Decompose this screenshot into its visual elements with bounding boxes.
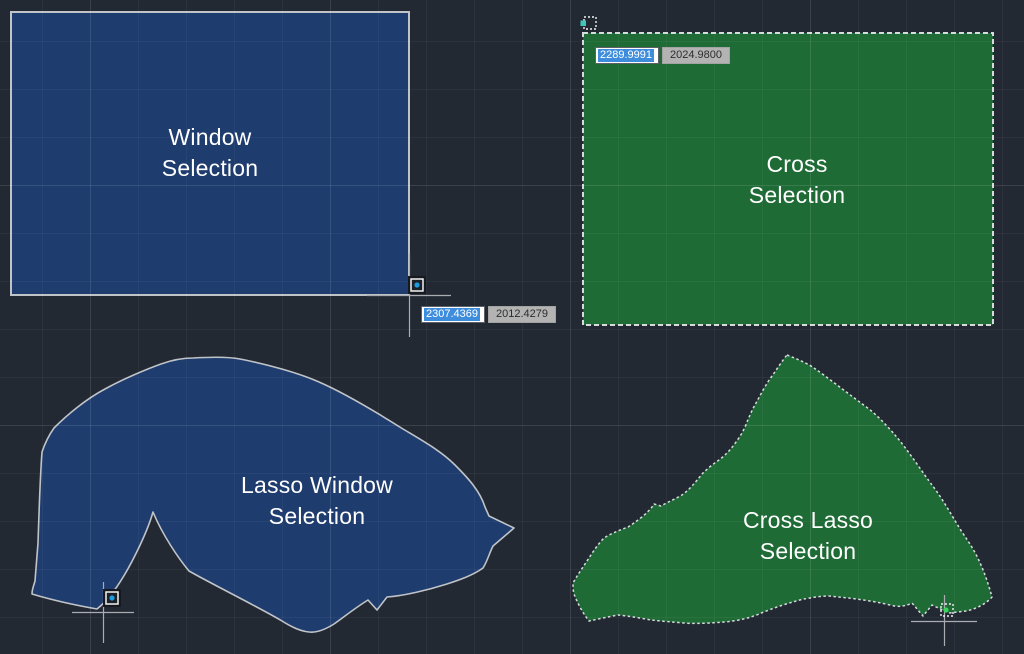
label-line: Selection	[759, 538, 857, 564]
label-line: Cross	[766, 151, 828, 177]
coord-value-x: 2307.4369	[424, 308, 480, 321]
coord-tooltip-cross: 2289.9991 2024.9800	[595, 47, 730, 64]
cross-lasso-selection-label: Cross Lasso Selection	[743, 505, 873, 567]
label-line: Lasso Window	[241, 472, 393, 498]
coord-value-y: 2024.9800	[670, 49, 722, 61]
coord-value-y: 2012.4279	[496, 308, 548, 320]
label-line: Selection	[748, 182, 846, 208]
label-line: Cross Lasso	[742, 507, 874, 533]
coord-value-x: 2289.9991	[598, 49, 654, 62]
label-line: Selection	[161, 155, 259, 181]
cross-selection-label: Cross Selection	[749, 149, 845, 211]
lasso-window-selection-label: Lasso Window Selection	[241, 470, 393, 532]
lasso-window-selection-region[interactable]	[31, 356, 515, 633]
coord-input-y[interactable]: 2012.4279	[488, 306, 556, 323]
coord-input-x[interactable]: 2307.4369	[421, 306, 485, 323]
coord-input-y[interactable]: 2024.9800	[662, 47, 730, 64]
cross-selection-region[interactable]	[582, 32, 994, 326]
label-line: Window	[168, 124, 252, 150]
label-line: Selection	[268, 503, 366, 529]
coord-input-x[interactable]: 2289.9991	[595, 47, 659, 64]
window-selection-label: Window Selection	[162, 122, 258, 184]
window-selection-region[interactable]	[10, 11, 410, 296]
cross-lasso-selection-region[interactable]	[572, 354, 993, 625]
coord-tooltip-window: 2307.4369 2012.4279	[421, 306, 556, 323]
